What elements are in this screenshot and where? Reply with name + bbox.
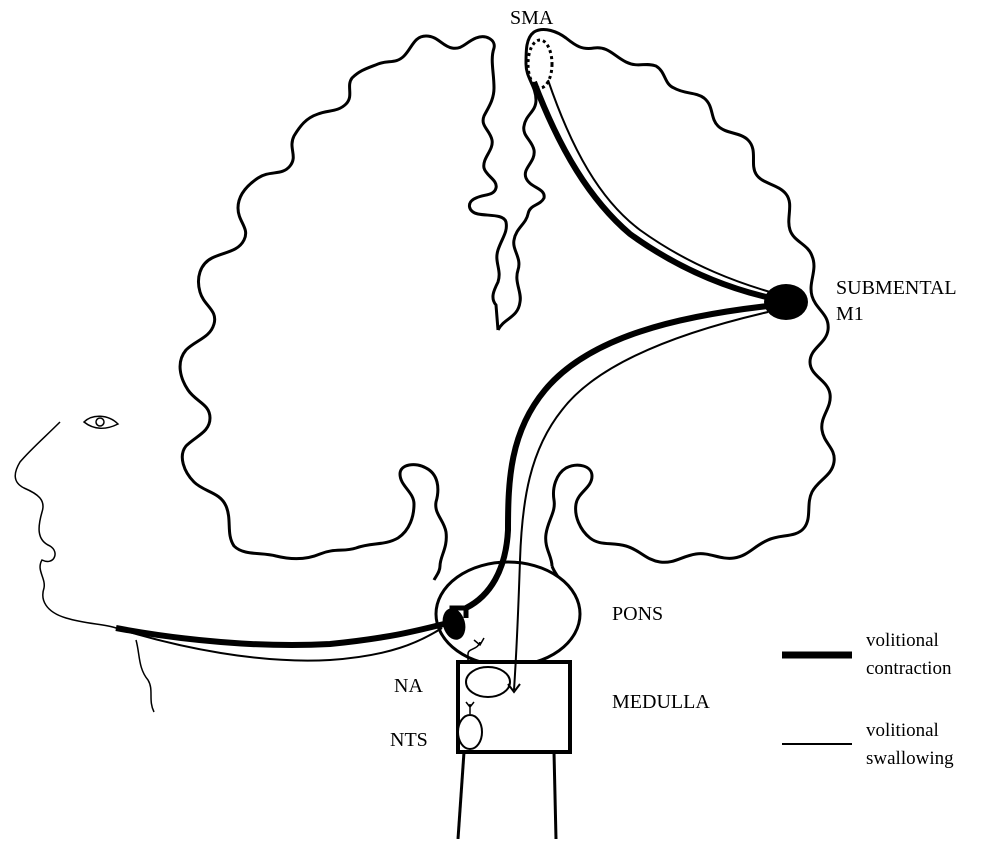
legend: volitional contraction volitional swallo… (782, 630, 954, 769)
label-submental: SUBMENTAL (836, 277, 957, 299)
label-nts: NTS (390, 729, 428, 751)
sma-to-m1-swallowing-path (548, 80, 784, 296)
sma-to-m1-contraction-path (534, 82, 780, 300)
label-pons: PONS (612, 603, 663, 625)
brain-left-hemisphere-outline (180, 36, 506, 566)
eye-pupil (96, 418, 104, 426)
legend-swallowing-line1: volitional (866, 720, 939, 741)
submental-m1-node (764, 284, 808, 320)
label-na: NA (394, 675, 423, 697)
legend-contraction-line2: contraction (866, 658, 952, 679)
label-m1: M1 (836, 303, 864, 325)
na-nucleus (466, 667, 510, 697)
spinal-cord-left-edge (458, 752, 464, 839)
label-medulla: MEDULLA (612, 691, 710, 713)
neck-outline (136, 640, 154, 712)
legend-swallowing-line2: swallowing (866, 748, 954, 769)
spinal-cord-right-edge (554, 752, 556, 839)
label-sma: SMA (510, 7, 554, 29)
nts-nucleus (458, 715, 482, 749)
legend-contraction-line1: volitional (866, 630, 939, 651)
brainstem-left-outline (434, 566, 440, 580)
face-profile-outline (15, 422, 116, 628)
